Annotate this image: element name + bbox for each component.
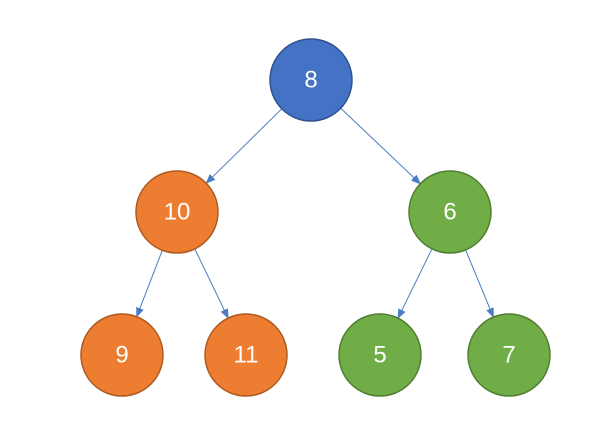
node-circle	[338, 313, 422, 397]
node-label: 9	[115, 342, 128, 369]
node-circle	[204, 313, 288, 397]
edge-n10-n11	[194, 248, 229, 320]
edge-n6-n5	[397, 248, 433, 320]
edges-layer	[136, 107, 494, 320]
node-label: 11	[234, 342, 259, 369]
node-label: 10	[164, 199, 191, 226]
tree-node-10: 10	[135, 170, 219, 254]
node-circle	[467, 313, 551, 397]
tree-node-6: 6	[408, 170, 492, 254]
tree-node-8: 8	[269, 38, 353, 122]
nodes-layer: 8 10 6 9 11 5 7	[80, 38, 551, 397]
tree-node-11: 11	[204, 313, 288, 397]
node-circle	[80, 313, 164, 397]
node-circle	[135, 170, 219, 254]
node-label: 6	[443, 199, 456, 226]
tree-node-7: 7	[467, 313, 551, 397]
tree-node-5: 5	[338, 313, 422, 397]
edge-n10-n9	[136, 250, 163, 318]
node-label: 7	[502, 342, 515, 369]
tree-node-9: 9	[80, 313, 164, 397]
edge-n8-n10	[205, 108, 283, 184]
edge-n8-n6	[340, 107, 422, 185]
node-label: 8	[304, 67, 317, 94]
node-circle	[269, 38, 353, 122]
node-circle	[408, 170, 492, 254]
node-label: 5	[373, 342, 386, 369]
edge-n6-n7	[465, 249, 494, 319]
